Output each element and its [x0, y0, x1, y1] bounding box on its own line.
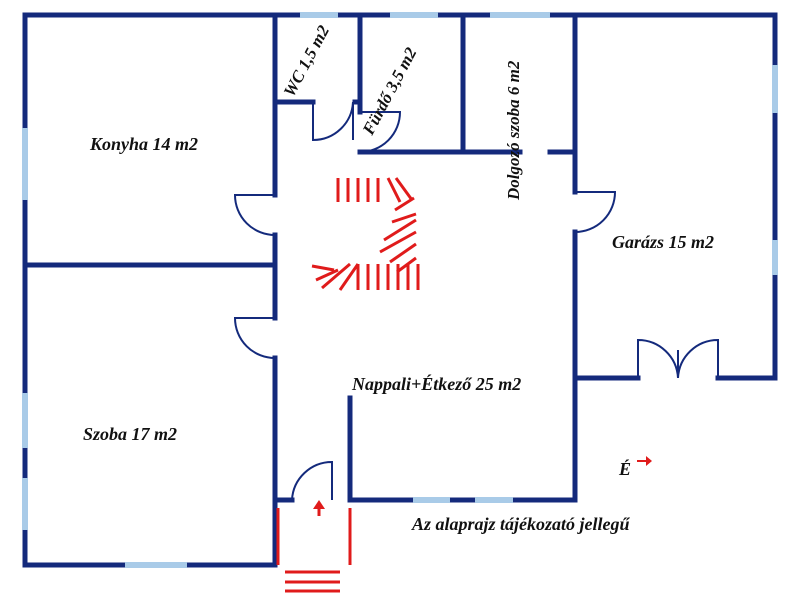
- interior-walls: [22, 12, 578, 568]
- entrance-door: [291, 460, 333, 501]
- entrance-arrow-icon: [313, 500, 325, 509]
- bathroom-door: [359, 111, 402, 153]
- staircase: [311, 177, 420, 291]
- disclaimer: Az alaprajz tájékozató jellegű: [411, 514, 631, 534]
- label-garazs: Garázs 15 m2: [612, 232, 714, 252]
- kitchen-door: [233, 194, 276, 236]
- outer-walls: [22, 12, 778, 568]
- garage-double-door: [637, 338, 719, 379]
- label-wc: WC 1,5 m2: [280, 22, 334, 100]
- garage-door: [574, 191, 617, 233]
- doors: [233, 101, 719, 501]
- label-konyha: Konyha 14 m2: [89, 134, 198, 154]
- label-nappali: Nappali+Étkező 25 m2: [351, 373, 521, 394]
- label-dolgozo: Dolgozó szoba 6 m2: [504, 60, 523, 201]
- compass-label: É: [618, 458, 631, 479]
- label-szoba: Szoba 17 m2: [83, 424, 177, 444]
- wc-door: [312, 101, 354, 142]
- label-furdo: Fürdő 3,5 m2: [358, 44, 420, 139]
- north-arrow-icon: [637, 456, 652, 466]
- windows: [22, 12, 778, 568]
- entrance-steps: [276, 500, 352, 593]
- room-door: [233, 317, 276, 359]
